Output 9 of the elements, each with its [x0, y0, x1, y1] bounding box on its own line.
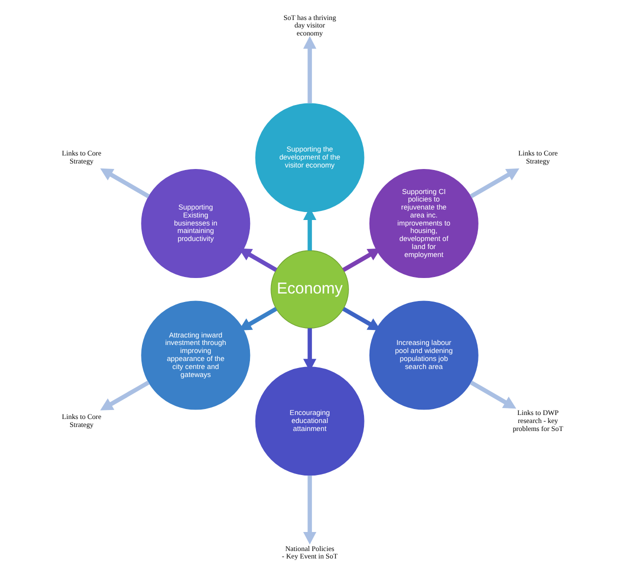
arrow [469, 380, 516, 409]
node-circle: Economy [270, 250, 348, 328]
arrow [342, 306, 380, 330]
arrow [342, 248, 380, 272]
arrow [302, 36, 316, 104]
arrow [100, 168, 150, 198]
arrow [100, 380, 150, 410]
arrow [469, 168, 519, 198]
arrow [302, 476, 316, 545]
